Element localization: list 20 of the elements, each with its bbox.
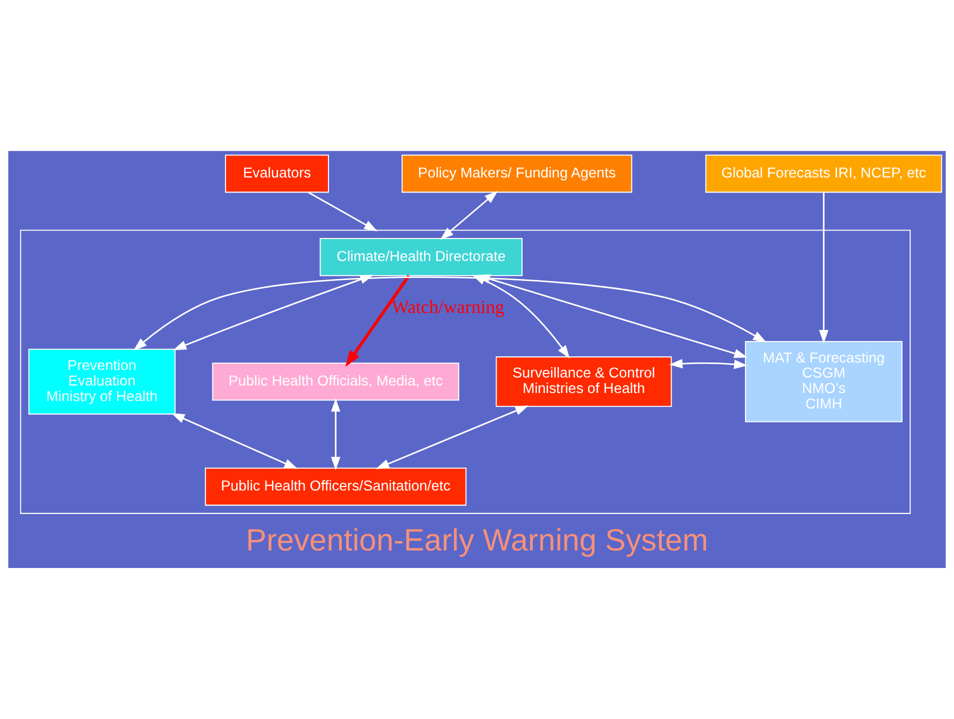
node-box: Global Forecasts IRI, NCEP, etc — [705, 154, 942, 193]
cluster — [20, 230, 911, 514]
node-box: Public Health Officers/Sanitation/etc — [204, 468, 466, 506]
arrow — [440, 190, 498, 240]
edge-label: Watch/warning — [392, 297, 504, 318]
node-box: Public Health Officials, Media, etc — [212, 362, 460, 401]
node-box: Prevention Evaluation Ministry of Health — [28, 348, 176, 415]
arrow — [819, 192, 828, 344]
arrow — [669, 359, 748, 369]
arrow — [331, 398, 340, 470]
arrow — [171, 413, 298, 469]
node-box: MAT & Forecasting CSGM NMO’s CIMH — [744, 340, 902, 422]
arrow — [308, 192, 378, 232]
node-box: Surveillance & Control Ministries of Health — [496, 356, 672, 407]
node-box: Policy Makers/ Funding Agents — [402, 154, 632, 193]
node-box: Climate/Health Directorate — [320, 238, 523, 276]
arrow — [133, 276, 766, 351]
diagram-title: Prevention-Early Warning System — [246, 522, 708, 558]
node-box: Evaluators — [225, 154, 329, 193]
arrow — [376, 406, 529, 469]
